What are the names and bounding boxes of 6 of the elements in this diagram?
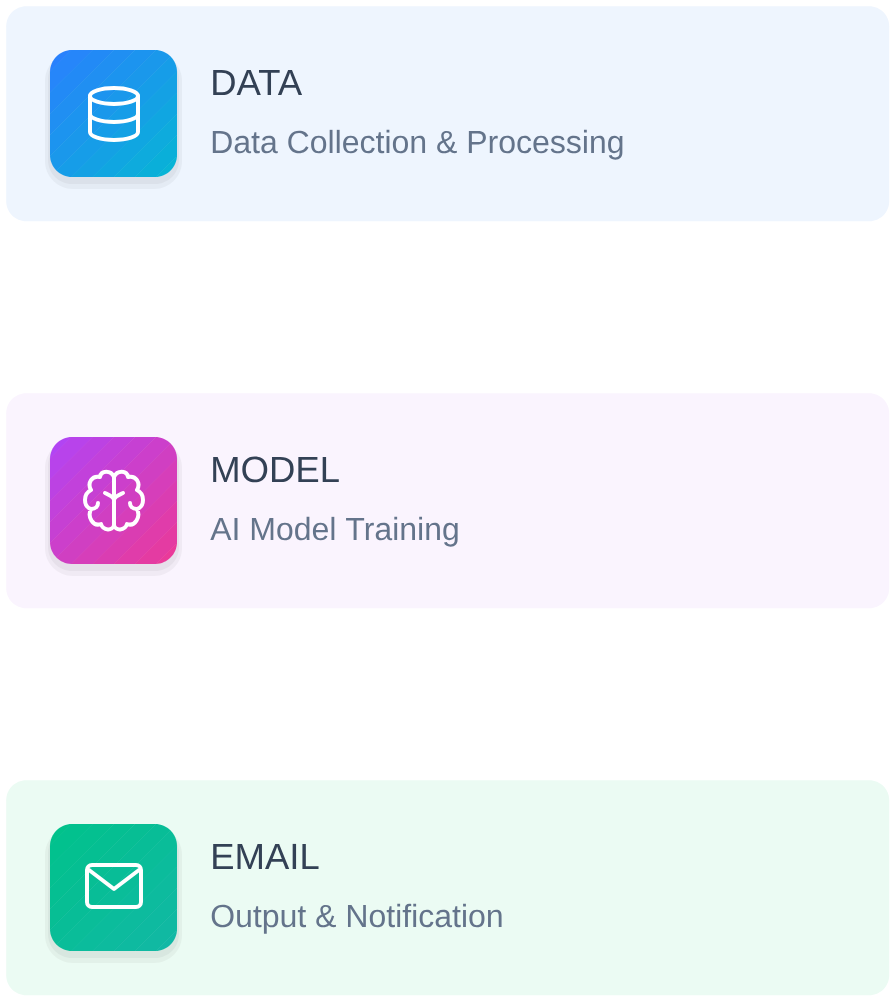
card-title: EMAIL <box>213 843 319 869</box>
card-subtitle: Output & Notification <box>211 903 502 934</box>
card-subtitle: Data Collection & Processing <box>212 129 623 160</box>
card-title: MODEL <box>213 456 339 483</box>
card-subtitle: AI Model Training <box>210 516 458 547</box>
card-title: DATA <box>213 69 303 95</box>
